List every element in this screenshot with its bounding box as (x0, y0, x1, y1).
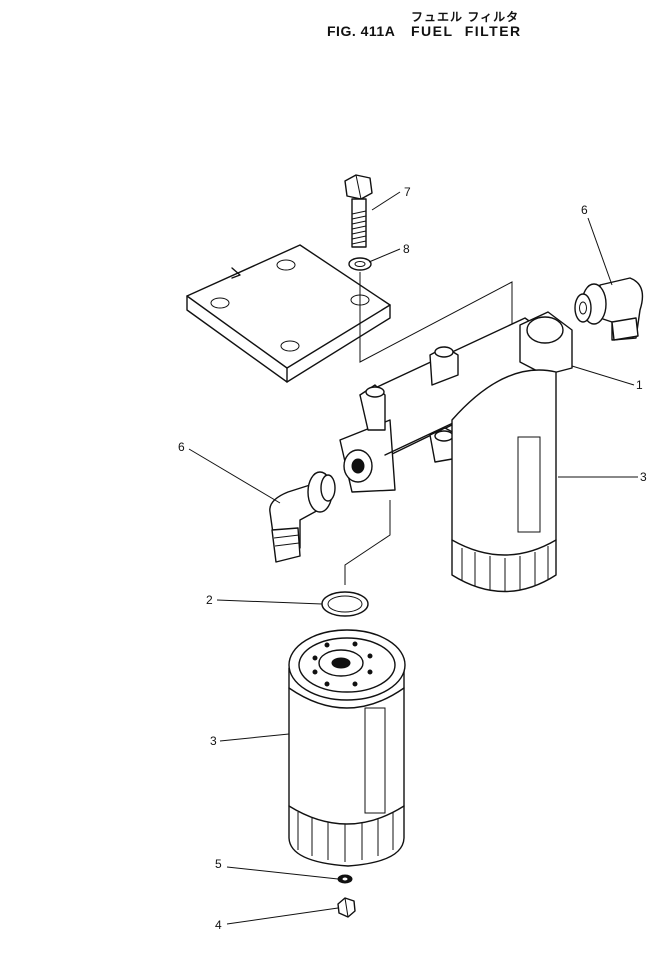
drain-seal (337, 874, 353, 884)
drain-plug (337, 897, 356, 918)
callout-8: 8 (403, 242, 410, 256)
filter-cartridge (288, 629, 406, 867)
o-ring (321, 591, 369, 617)
figure-number: FIG. 411A (327, 23, 396, 39)
lock-washer (348, 257, 372, 271)
callout-3-lower: 3 (210, 734, 217, 748)
elbow-fitting-right (574, 277, 644, 341)
callout-4: 4 (215, 918, 222, 932)
callout-1: 1 (636, 378, 643, 392)
bolt (344, 174, 373, 248)
elbow-fitting-left (269, 471, 336, 563)
callout-6-left: 6 (178, 440, 185, 454)
figure-title: FUEL FILTER (411, 23, 522, 39)
callout-6-right: 6 (581, 203, 588, 217)
callout-7: 7 (404, 185, 411, 199)
filter-cartridge-installed (451, 369, 557, 593)
callout-5: 5 (215, 857, 222, 871)
callout-2: 2 (206, 593, 213, 607)
figure-title-japanese: フュエル フィルタ (411, 10, 520, 24)
leader-lines (188, 191, 638, 925)
callout-3-upper: 3 (640, 470, 647, 484)
filter-head (339, 311, 573, 493)
